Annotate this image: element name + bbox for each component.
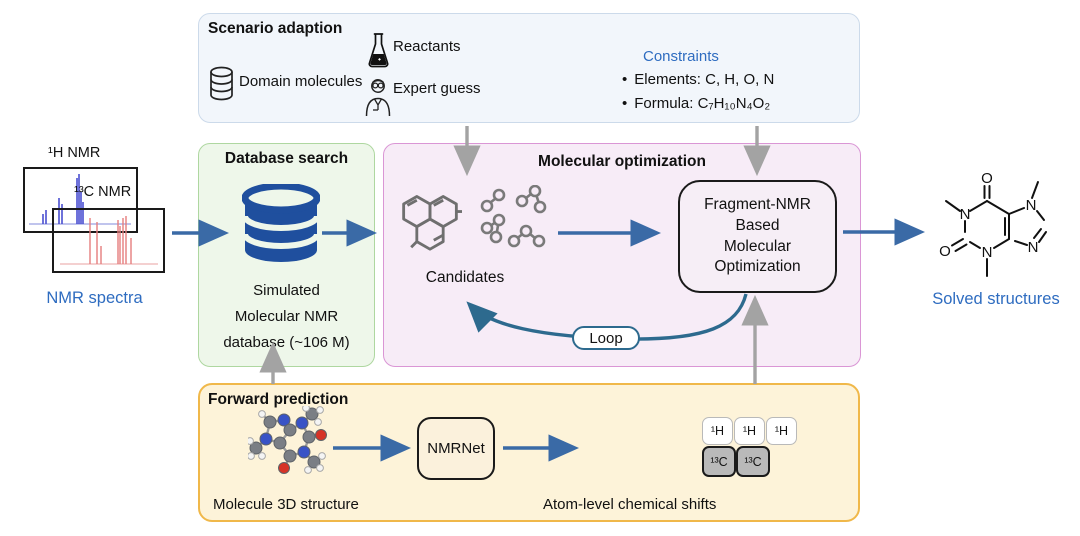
database-outline-icon bbox=[209, 66, 234, 102]
h-shift-chip: ¹H bbox=[702, 417, 733, 445]
c-nmr-label: ¹³C NMR bbox=[74, 184, 132, 200]
flask-icon bbox=[367, 32, 390, 71]
h-chip-label: ¹H bbox=[710, 424, 725, 438]
atom-n1: N bbox=[960, 206, 971, 223]
atom-shifts-caption: Atom-level chemical shifts bbox=[543, 496, 717, 513]
molecule-3d-caption: Molecule 3D structure bbox=[213, 496, 359, 513]
c13-shift-chip: ¹³C bbox=[736, 446, 770, 477]
nmr-spectra-caption: NMR spectra bbox=[46, 289, 143, 307]
atom-n3: N bbox=[982, 244, 993, 261]
fragment-line-3: Molecular bbox=[723, 237, 792, 255]
h-shift-chip: ¹H bbox=[766, 417, 797, 445]
fragment-nmr-optimization-box: Fragment-NMR Based Molecular Optimizatio… bbox=[678, 180, 837, 293]
atom-n7: N bbox=[1026, 197, 1037, 214]
h-shift-chip: ¹H bbox=[734, 417, 765, 445]
forward-prediction-title: Forward prediction bbox=[208, 391, 349, 408]
nmrnet-model-box: NMRNet bbox=[417, 417, 495, 480]
scientist-icon bbox=[364, 76, 392, 118]
c13-chip-label: ¹³C bbox=[744, 454, 762, 469]
database-search-title: Database search bbox=[224, 150, 349, 167]
candidate-molecule-icon bbox=[398, 185, 462, 255]
molecular-optimization-title: Molecular optimization bbox=[538, 153, 706, 170]
constraint-elements: Elements: C, H, O, N bbox=[622, 71, 774, 88]
h-nmr-label: ¹H NMR bbox=[48, 145, 101, 161]
expert-guess-label: Expert guess bbox=[393, 80, 481, 97]
constraint-formula: Formula: C₇H₁₀N₄O₂ bbox=[622, 95, 770, 112]
atom-o-left: O bbox=[939, 243, 951, 260]
c-nmr-spectrum bbox=[52, 208, 165, 273]
h-chip-label: ¹H bbox=[774, 424, 789, 438]
database-icon bbox=[242, 184, 320, 272]
atom-n9: N bbox=[1028, 239, 1039, 256]
nmrnet-label: NMRNet bbox=[427, 440, 485, 457]
c13-chip-label: ¹³C bbox=[710, 454, 728, 469]
fragment-line-4: Optimization bbox=[714, 258, 801, 276]
candidates-label: Candidates bbox=[425, 269, 505, 286]
molecule-3d-icon bbox=[248, 406, 330, 496]
solved-structures-caption: Solved structures bbox=[932, 290, 1060, 308]
database-caption-line3: database (~106 M) bbox=[223, 334, 350, 351]
fragment-line-2: Based bbox=[735, 216, 780, 234]
database-caption-line2: Molecular NMR bbox=[234, 308, 339, 325]
c13-shift-chip: ¹³C bbox=[702, 446, 736, 477]
database-caption-line1: Simulated bbox=[253, 282, 320, 299]
atom-o-top: O bbox=[981, 170, 993, 187]
h-nmr-spectrum bbox=[23, 167, 138, 233]
constraints-title: Constraints bbox=[643, 48, 719, 65]
loop-label: Loop bbox=[589, 329, 623, 347]
fragment-line-1: Fragment-NMR bbox=[704, 196, 811, 214]
scenario-title: Scenario adaption bbox=[208, 20, 343, 37]
h-chip-label: ¹H bbox=[742, 424, 757, 438]
candidate-fragments-icon bbox=[478, 185, 550, 255]
caffeine-structure: O N O N N N bbox=[922, 158, 1062, 290]
domain-molecules-label: Domain molecules bbox=[239, 73, 363, 90]
loop-badge: Loop bbox=[572, 326, 640, 350]
reactants-label: Reactants bbox=[393, 38, 461, 55]
